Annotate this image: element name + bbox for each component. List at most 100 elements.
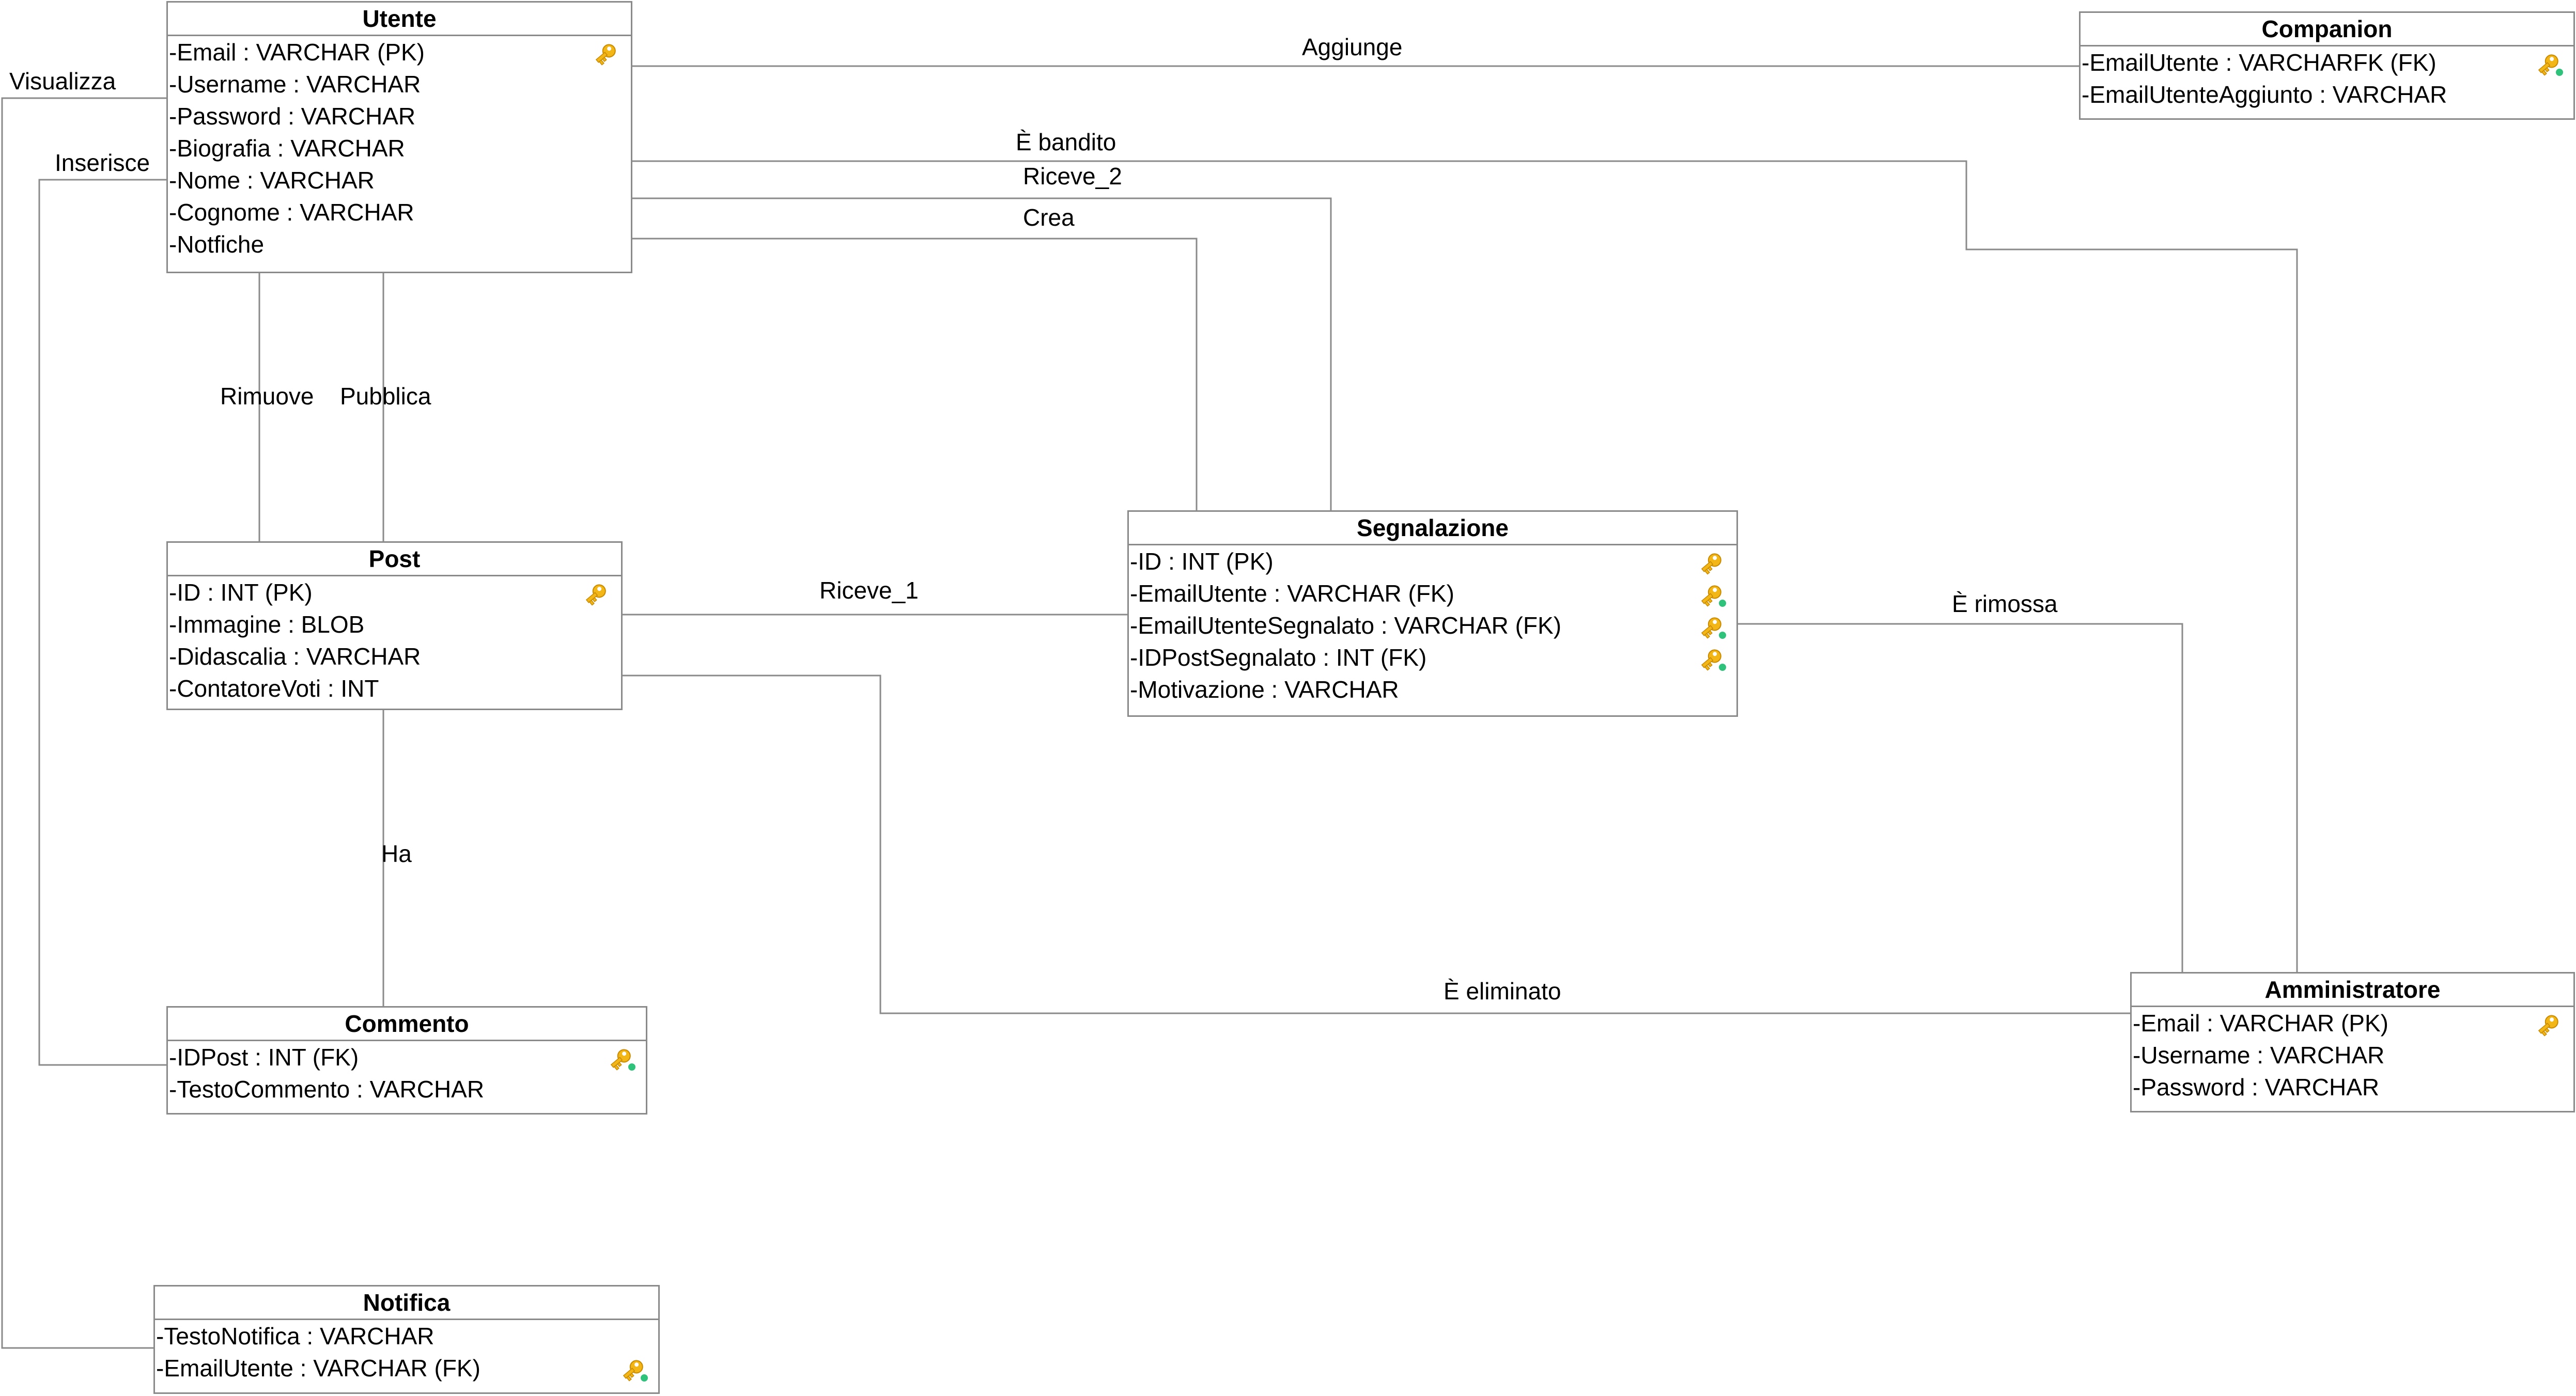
attribute-row: -EmailUtente : VARCHARFK (FK) [2081,46,2573,79]
entity-title: Notifica [155,1287,658,1320]
attribute-row: -Password : VARCHAR [2132,1071,2573,1103]
primary-key-icon [1698,552,1728,576]
attribute-list: -Email : VARCHAR (PK) -Username : VARCHAR… [2132,1007,2573,1103]
wire-e-eliminato [623,675,2130,1014]
entity-title: Commento [168,1008,646,1041]
entity-title: Segnalazione [1129,512,1736,545]
attribute-row: -ContatoreVoti : INT [168,672,621,704]
attribute-row: -Password : VARCHAR [168,100,631,132]
attribute-row: -EmailUtente : VARCHAR (FK) [155,1352,658,1384]
relationship-label-visualizza: Visualizza [9,68,116,95]
attribute-row: -Didascalia : VARCHAR [168,640,621,672]
attribute-row: -Biografia : VARCHAR [168,132,631,164]
relationship-label-inserisce: Inserisce [55,149,150,176]
entity-notifica[interactable]: Notifica -TestoNotifica : VARCHAR -EmailU… [153,1285,660,1394]
attribute-row: -Cognome : VARCHAR [168,196,631,228]
entity-title: Utente [168,3,631,36]
attribute-text: -Immagine : BLOB [169,611,365,638]
wire-riceve-2 [632,197,1332,510]
attribute-row: -IDPost : INT (FK) [168,1041,646,1073]
attribute-text: -Password : VARCHAR [169,103,416,130]
attribute-row: -IDPostSegnalato : INT (FK) [1129,641,1736,673]
attribute-row: -Motivazione : VARCHAR [1129,673,1736,705]
attribute-row: -TestoNotifica : VARCHAR [155,1320,658,1352]
relationship-label-e-rimossa: È rimossa [1952,590,2058,617]
relationship-label-ha: Ha [381,840,412,867]
attribute-row: -Email : VARCHAR (PK) [2132,1007,2573,1039]
attribute-text: -Notfiche [169,231,265,258]
attribute-text: -Didascalia : VARCHAR [169,643,421,670]
attribute-row: -TestoCommento : VARCHAR [168,1073,646,1105]
attribute-text: -EmailUtente : VARCHAR (FK) [156,1355,480,1382]
attribute-text: -ID : INT (PK) [1130,548,1274,575]
attribute-list: -ID : INT (PK) -EmailUtente : VARCHAR (FK… [1129,545,1736,705]
attribute-text: -Password : VARCHAR [2133,1074,2380,1101]
attribute-text: -EmailUtente : VARCHAR (FK) [1130,580,1454,607]
primary-key-icon [593,42,623,67]
foreign-key-icon [1698,648,1728,672]
primary-key-icon [583,583,613,607]
attribute-text: -Motivazione : VARCHAR [1130,676,1399,703]
attribute-row: -Notfiche [168,228,631,260]
attribute-row: -EmailUtente : VARCHAR (FK) [1129,577,1736,609]
attribute-text: -Cognome : VARCHAR [169,199,414,226]
foreign-key-icon [1698,584,1728,608]
relationship-label-pubblica: Pubblica [340,383,431,410]
attribute-text: -Email : VARCHAR (PK) [169,39,425,66]
wire-e-bandito [632,160,2298,972]
relationship-label-rimuove: Rimuove [220,383,314,410]
attribute-text: -TestoNotifica : VARCHAR [156,1323,434,1350]
entity-title: Companion [2081,13,2573,46]
attribute-row: -EmailUtenteAggiunto : VARCHAR [2081,79,2573,111]
attribute-text: -EmailUtenteAggiunto : VARCHAR [2082,81,2447,108]
attribute-text: -Biografia : VARCHAR [169,135,405,162]
attribute-text: -Email : VARCHAR (PK) [2133,1010,2388,1037]
attribute-row: -ID : INT (PK) [1129,545,1736,577]
attribute-list: -EmailUtente : VARCHARFK (FK) -EmailUtent… [2081,46,2573,111]
entity-title: Post [168,543,621,576]
attribute-text: -ID : INT (PK) [169,579,313,606]
entity-amministratore[interactable]: Amministratore -Email : VARCHAR (PK) -Use… [2130,972,2575,1112]
wire-e-rimossa [1738,623,2183,972]
attribute-row: -Email : VARCHAR (PK) [168,36,631,68]
wire-inserisce [38,179,166,1066]
entity-segnalazione[interactable]: Segnalazione -ID : INT (PK) -EmailUtente … [1127,510,1738,717]
attribute-row: -EmailUtenteSegnalato : VARCHAR (FK) [1129,609,1736,641]
relationship-label-e-bandito: È bandito [1016,129,1116,155]
entity-commento[interactable]: Commento -IDPost : INT (FK) -TestoComment… [166,1006,647,1115]
entity-utente[interactable]: Utente -Email : VARCHAR (PK) -Username : … [166,1,632,273]
primary-key-icon [2535,1013,2565,1038]
attribute-text: -TestoCommento : VARCHAR [169,1076,485,1103]
attribute-text: -IDPost : INT (FK) [169,1044,359,1071]
entity-companion[interactable]: Companion -EmailUtente : VARCHARFK (FK)-… [2079,11,2575,120]
relationship-label-e-eliminato: È eliminato [1444,978,1561,1005]
entity-post[interactable]: Post -ID : INT (PK) -Immagine : BLOB -Dida… [166,541,623,710]
relationship-label-riceve-1: Riceve_1 [819,577,919,604]
foreign-key-icon [1698,616,1728,640]
attribute-list: -Email : VARCHAR (PK) -Username : VARCHAR… [168,36,631,260]
wire-crea [632,238,1198,510]
attribute-list: -IDPost : INT (FK) -TestoCommento : VARCH… [168,1041,646,1105]
attribute-text: -EmailUtente : VARCHARFK (FK) [2082,49,2437,76]
attribute-text: -IDPostSegnalato : INT (FK) [1130,644,1427,671]
foreign-key-icon [608,1047,638,1072]
attribute-text: -Nome : VARCHAR [169,167,375,194]
attribute-row: -Username : VARCHAR [168,68,631,100]
attribute-row: -ID : INT (PK) [168,576,621,608]
attribute-text: -Username : VARCHAR [169,71,421,98]
attribute-row: -Username : VARCHAR [2132,1039,2573,1071]
foreign-key-icon [620,1358,650,1383]
foreign-key-icon [2535,53,2565,77]
attribute-text: -ContatoreVoti : INT [169,675,379,702]
attribute-list: -TestoNotifica : VARCHAR -EmailUtente : V… [155,1320,658,1384]
wire-visualizza [1,97,166,1349]
relationship-label-riceve-2: Riceve_2 [1023,163,1122,190]
attribute-text: -Username : VARCHAR [2133,1042,2385,1069]
attribute-row: -Immagine : BLOB [168,608,621,640]
relationship-label-aggiunge: Aggiunge [1302,34,1403,60]
entity-title: Amministratore [2132,974,2573,1007]
attribute-text: -EmailUtenteSegnalato : VARCHAR (FK) [1130,612,1562,639]
relationship-label-crea: Crea [1023,204,1075,231]
